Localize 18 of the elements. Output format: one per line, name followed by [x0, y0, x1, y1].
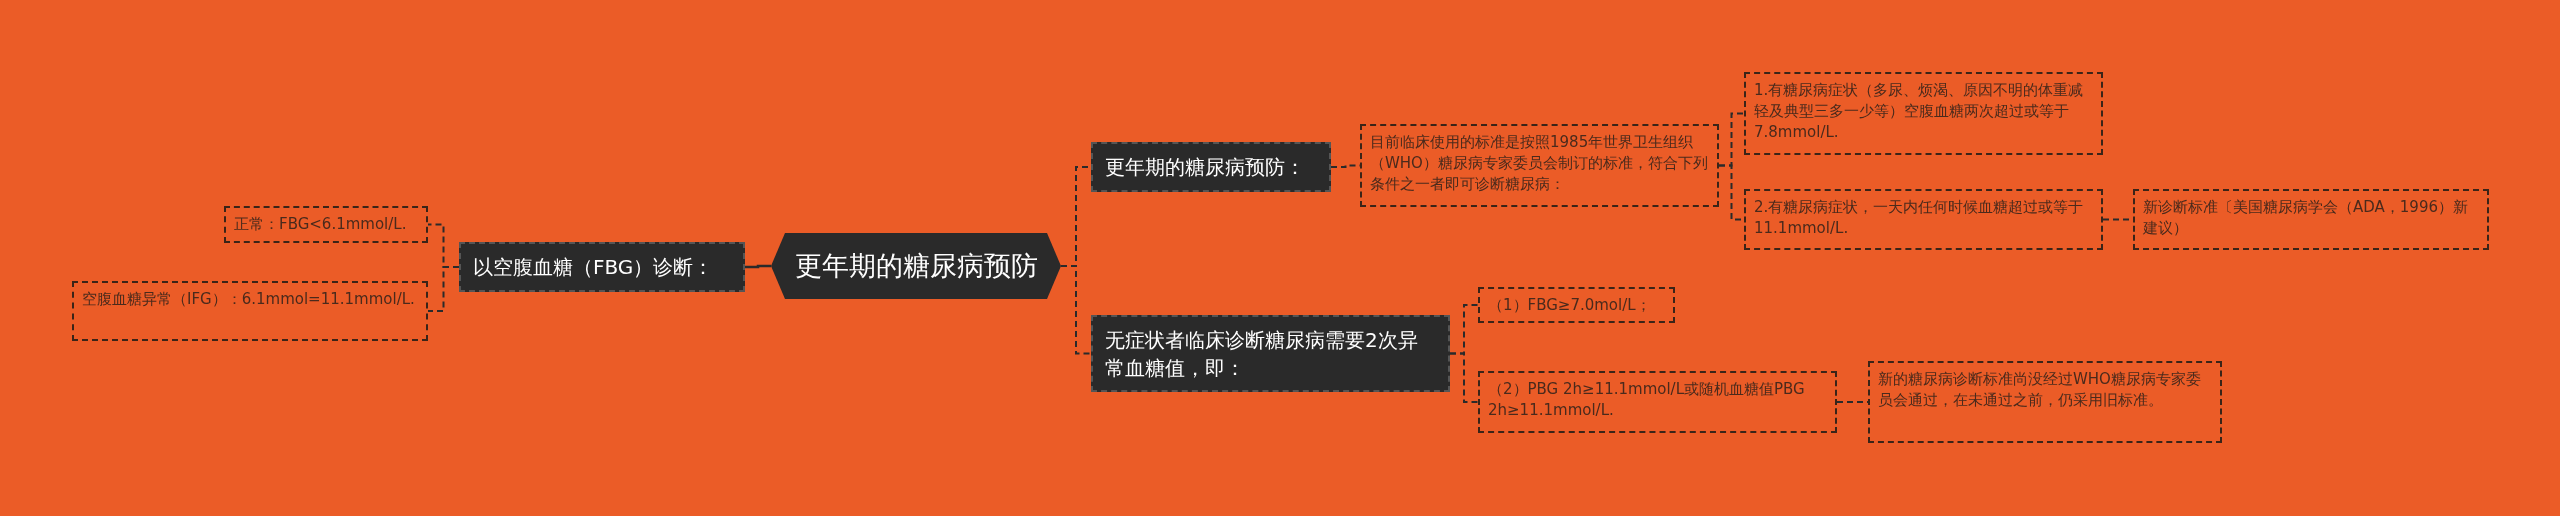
note-box: 2.有糖尿病症状，一天内任何时候血糖超过或等于11.1mmol/L. — [1744, 189, 2103, 250]
note-box: 目前临床使用的标准是按照1985年世界卫生组织（WHO）糖尿病专家委员会制订的标准，符合下列条件之一者即可诊断糖尿病： — [1360, 124, 1719, 207]
central-topic: 更年期的糖尿病预防 — [771, 233, 1061, 299]
note-box: 1.有糖尿病症状（多尿、烦渴、原因不明的体重减轻及典型三多一少等）空腹血糖两次超过或等于7.8mmol/L. — [1744, 72, 2103, 155]
note-box: 新诊断标准〔美国糖尿病学会（ADA，1996）新建议） — [2133, 189, 2489, 250]
note-box: （1）FBG≥7.0mol/L； — [1478, 287, 1675, 323]
topic-box: 无症状者临床诊断糖尿病需要2次异常血糖值，即： — [1091, 315, 1450, 392]
connector — [1060, 265, 1092, 355]
topic-box: 更年期的糖尿病预防： — [1091, 142, 1331, 192]
note-box: 新的糖尿病诊断标准尚没经过WHO糖尿病专家委员会通过，在未通过之前，仍采用旧标准。 — [1868, 361, 2222, 443]
connector — [1836, 401, 1869, 403]
connector — [745, 264, 771, 269]
connector — [427, 266, 460, 312]
connector — [1449, 352, 1479, 403]
note-box: （2）PBG 2h≥11.1mmol/L或随机血糖值PBG 2h≥11.1mmol/L. — [1478, 371, 1837, 433]
topic-box: 以空腹血糖（FBG）诊断： — [459, 242, 745, 292]
note-box: 空腹血糖异常（IFG）：6.1mmol=11.1mmol/L. — [72, 281, 428, 341]
note-box: 正常：FBG<6.1mmol/L. — [224, 206, 428, 243]
